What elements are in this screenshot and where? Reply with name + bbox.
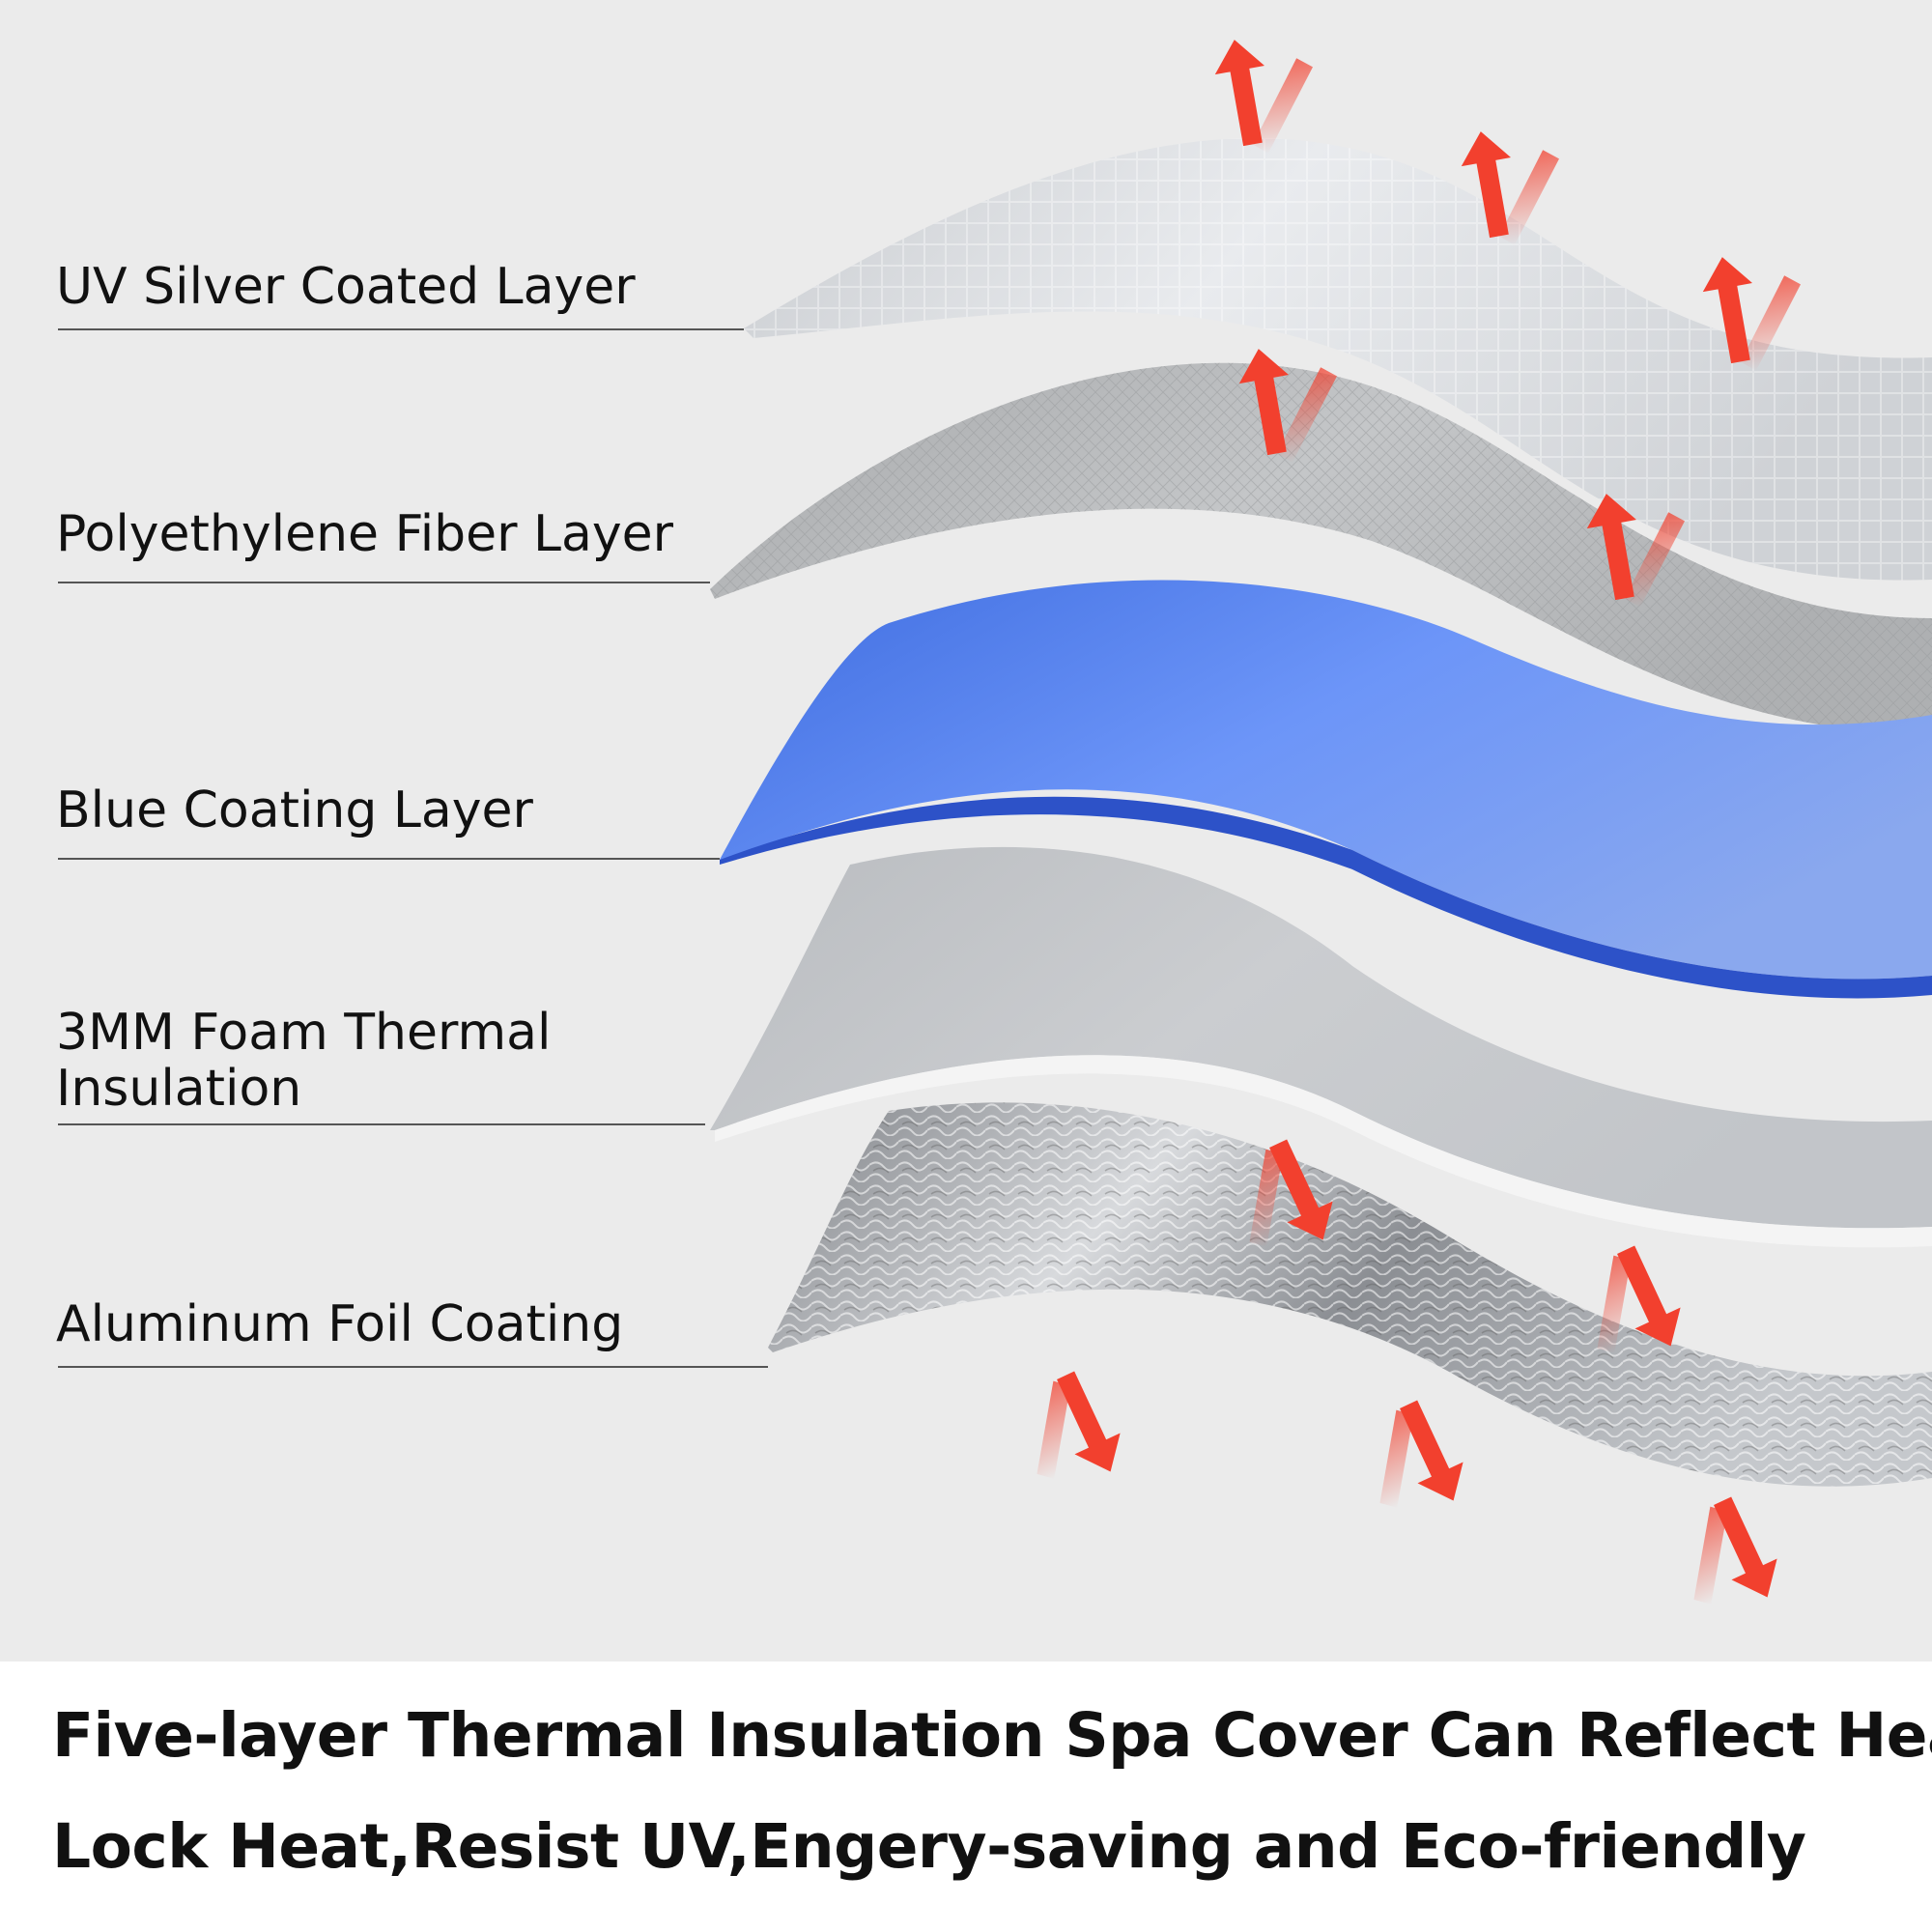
aluminum-foil-layer-graphic bbox=[768, 1102, 1932, 1487]
layer-diagram bbox=[710, 35, 1932, 1608]
uv-silver-layer-graphic bbox=[744, 138, 1932, 581]
layer-label-blue-coating: Blue Coating Layer bbox=[56, 781, 533, 839]
heat-reflection-arrow-icon bbox=[1209, 35, 1801, 608]
layer-label-polyethylene: Polyethylene Fiber Layer bbox=[56, 505, 674, 563]
leader-line-polyethylene bbox=[58, 582, 710, 583]
polyethylene-layer-graphic bbox=[710, 362, 1932, 734]
caption-band: Five-layer Thermal Insulation Spa Cover … bbox=[0, 1662, 1932, 1932]
leader-line-aluminum bbox=[58, 1366, 768, 1368]
caption-line-1: Five-layer Thermal Insulation Spa Cover … bbox=[52, 1700, 1932, 1771]
layer-label-aluminum: Aluminum Foil Coating bbox=[56, 1295, 624, 1353]
leader-line-foam bbox=[58, 1123, 705, 1125]
leader-line-uv-silver bbox=[58, 328, 744, 330]
foam-layer-graphic bbox=[710, 846, 1932, 1248]
leader-line-blue-coating bbox=[58, 858, 720, 860]
blue-coating-layer-graphic bbox=[720, 580, 1932, 999]
caption-line-2: Lock Heat,Resist UV,Engery-saving and Ec… bbox=[52, 1811, 1806, 1882]
heat-reflection-arrow-icon bbox=[1037, 1132, 1791, 1608]
layer-label-uv-silver: UV Silver Coated Layer bbox=[56, 258, 636, 316]
layer-label-foam: 3MM Foam Thermal Insulation bbox=[56, 1004, 552, 1118]
